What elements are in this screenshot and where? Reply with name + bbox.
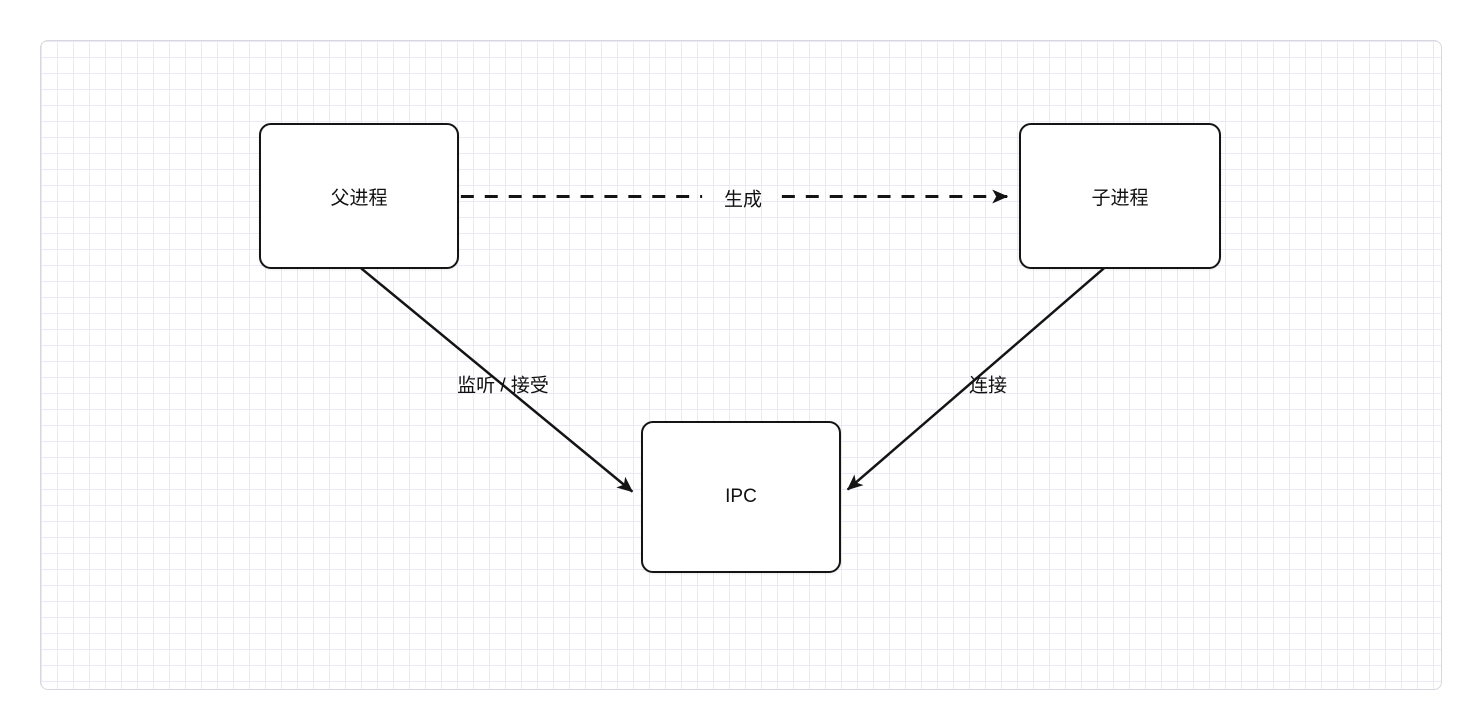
node-parent-process: 父进程 (259, 123, 459, 269)
connect-edge (846, 267, 1105, 491)
listen-accept-edge-label: 监听 / 接受 (457, 375, 549, 397)
edges-layer (360, 189, 1105, 493)
node-ipc-label: IPC (725, 486, 757, 507)
node-child-process-label: 子进程 (1091, 187, 1149, 209)
spawn-edge-label: 生成 (723, 189, 763, 211)
connect-edge-label: 连接 (968, 375, 1008, 397)
node-child-process: 子进程 (1019, 123, 1221, 269)
diagram-canvas: 父进程 子进程 IPC 生成 监听 / 接受 连接 (40, 40, 1442, 690)
listen-accept-edge (360, 267, 634, 493)
node-ipc: IPC (641, 421, 841, 573)
node-parent-process-label: 父进程 (330, 187, 388, 209)
